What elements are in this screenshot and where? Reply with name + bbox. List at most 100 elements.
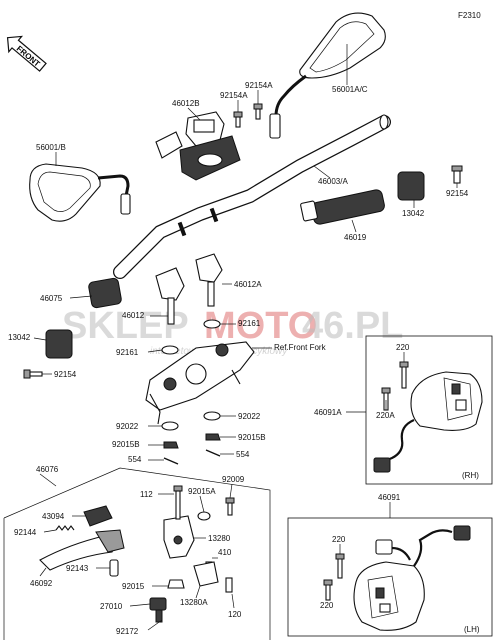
label-56001b: 56001/B (36, 143, 66, 152)
label-46075: 46075 (40, 294, 63, 303)
pin-92143-part (109, 559, 119, 577)
front-arrow-icon: FRONT (6, 35, 47, 72)
label-112: 112 (140, 490, 153, 499)
rh-switch-housing-part (373, 371, 483, 473)
leader-27010 (129, 603, 151, 607)
watermark-part2: MOTO (204, 305, 317, 347)
master-cylinder-part (155, 111, 241, 181)
label-554-right: 554 (236, 450, 250, 459)
bolt-92015a-part (197, 511, 211, 521)
label-27010: 27010 (100, 602, 123, 611)
label-13042-left: 13042 (8, 333, 31, 342)
leader-92172 (147, 619, 163, 631)
label-92154-left: 92154 (54, 370, 77, 379)
label-554-left: 554 (128, 455, 142, 464)
label-92015a: 92015A (188, 487, 216, 496)
leader-13042-left (33, 337, 47, 341)
lever-assembly-outline (3, 467, 271, 640)
screw-120-part (225, 577, 233, 593)
screw-220-lh-part (323, 553, 345, 601)
right-mirror-part (269, 12, 386, 139)
label-46092: 46092 (30, 579, 53, 588)
leader-46012b (187, 107, 201, 121)
lever-46092-part (39, 529, 125, 571)
label-ref-front-fork: Ref.Front Fork (274, 343, 327, 352)
bolt-92154-left-part (23, 369, 43, 379)
leader-92015a (199, 495, 205, 513)
label-92015b-left: 92015B (112, 440, 140, 449)
bar-end-weight-left-part (45, 329, 73, 359)
upper-triple-clamp-part (145, 341, 255, 425)
leader-46076 (39, 473, 57, 487)
leader-92161-left (147, 349, 163, 353)
label-220a: 220A (376, 411, 395, 420)
bolt-92009-part (225, 497, 235, 516)
bar-end-weight-right-part (397, 171, 425, 201)
label-92154a-1: 92154A (245, 81, 273, 90)
leader-46003a (313, 165, 331, 179)
left-mirror-part (29, 163, 131, 222)
label-92022-right: 92022 (238, 412, 261, 421)
label-92022-left: 92022 (116, 422, 139, 431)
label-92172: 92172 (116, 627, 139, 636)
watermark-part3: 46.PL (302, 305, 403, 347)
grip-left-part (88, 277, 122, 309)
label-92161-left: 92161 (116, 348, 139, 357)
label-13280a: 13280A (180, 598, 208, 607)
washer-92161-part (161, 319, 221, 355)
grip-right-part (300, 189, 385, 225)
label-56001ac: 56001A/C (332, 85, 368, 94)
label-43094: 43094 (42, 512, 65, 521)
washer-92022-part (161, 411, 221, 431)
label-46012: 46012 (122, 311, 145, 320)
nut-92015-part (167, 579, 185, 589)
label-220-lh-1: 220 (332, 535, 346, 544)
watermark: SKLEP MOTO 46.PL internetowy sklep motoc… (62, 305, 403, 357)
label-46091: 46091 (378, 493, 401, 502)
switch-27010-part (149, 597, 167, 623)
leader-46075 (69, 295, 93, 299)
leader-92009 (229, 483, 233, 499)
label-92161-right: 92161 (238, 319, 261, 328)
label-220-lh-2: 220 (320, 601, 334, 610)
label-46091a: 46091A (314, 408, 342, 417)
label-lh: (LH) (464, 625, 480, 634)
label-46019: 46019 (344, 233, 367, 242)
label-46076: 46076 (36, 465, 59, 474)
label-92015: 92015 (122, 582, 145, 591)
bracket-13280-part (163, 515, 195, 559)
label-92143: 92143 (66, 564, 89, 573)
label-13280: 13280 (208, 534, 231, 543)
spring-92144-part (55, 525, 75, 531)
holder-left-part (155, 267, 185, 325)
bolt-112-part (173, 485, 183, 520)
label-120: 120 (228, 610, 242, 619)
label-92154-right: 92154 (446, 189, 469, 198)
label-410: 410 (218, 548, 232, 557)
bracket-13280a-part (193, 561, 219, 587)
label-46012b: 46012B (172, 99, 200, 108)
label-92154a-2: 92154A (220, 91, 248, 100)
lh-switch-housing-part (353, 525, 471, 631)
label-92144: 92144 (14, 528, 37, 537)
label-rh: (RH) (462, 471, 479, 480)
handlebar-part (113, 114, 391, 279)
rh-switch-box (365, 335, 493, 485)
label-92015b-right: 92015B (238, 433, 266, 442)
pin-554-part (163, 449, 221, 465)
label-13042-right: 13042 (402, 209, 425, 218)
diagram-code: F2310 (458, 11, 481, 20)
holder-right-part (195, 253, 223, 307)
leader-46019 (351, 219, 357, 233)
leader-13280a (195, 585, 201, 599)
label-220-rh: 220 (396, 343, 410, 352)
leader-46092 (39, 567, 47, 577)
label-46003a: 46003/A (318, 177, 348, 186)
nut-92015b-part (163, 433, 221, 449)
clamp-43094-part (83, 505, 113, 527)
bolt-92154-right-part (451, 165, 463, 184)
leader-92144 (43, 529, 57, 533)
leader-120 (231, 593, 235, 609)
label-46012a: 46012A (234, 280, 262, 289)
